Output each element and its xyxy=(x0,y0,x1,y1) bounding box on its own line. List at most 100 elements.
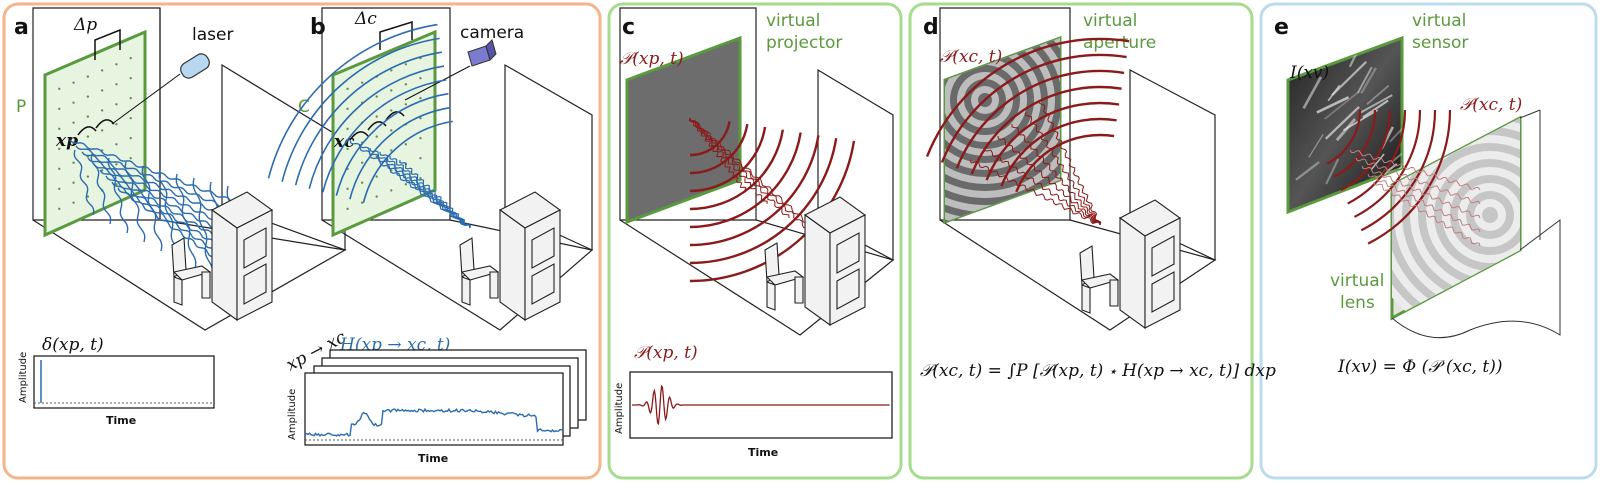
sample-dot xyxy=(346,88,348,90)
sample-dot xyxy=(58,168,60,170)
caption-d-1: virtual xyxy=(1083,11,1137,31)
sample-dot xyxy=(101,89,103,91)
plot-xlabel-b: Time xyxy=(418,452,448,465)
sample-dot xyxy=(72,102,74,104)
sample-dot xyxy=(346,108,348,110)
plot-ylabel-a: Amplitude xyxy=(18,352,29,403)
sample-dot xyxy=(376,195,378,197)
spacing-label: Δp xyxy=(73,15,97,35)
lens-caption-2: lens xyxy=(1340,293,1375,313)
sensor-caption-2: sensor xyxy=(1412,33,1468,53)
sample-dot xyxy=(130,157,132,159)
plot-ylabel-b: Amplitude xyxy=(287,389,298,440)
sensor-caption-1: virtual xyxy=(1412,11,1466,31)
sample-dot xyxy=(376,115,378,117)
caption-c-2: projector xyxy=(766,33,842,53)
sample-dot xyxy=(72,182,74,184)
transient-plot-frame xyxy=(305,373,563,445)
sample-dot xyxy=(405,143,407,145)
wall-func-e: 𝒫(xc, t) xyxy=(1460,95,1522,115)
sample-dot xyxy=(58,128,60,130)
caption-c-1: virtual xyxy=(766,11,820,31)
caption-d-2: aperture xyxy=(1083,33,1156,53)
sample-dot xyxy=(346,208,348,210)
spacing-label: Δc xyxy=(354,9,377,29)
interference-ring xyxy=(1482,207,1498,223)
sample-dot xyxy=(346,188,348,190)
sample-dot xyxy=(101,109,103,111)
sample-dot xyxy=(72,162,74,164)
sample-dot xyxy=(405,83,407,85)
sample-dot xyxy=(87,75,89,77)
panel-d: d 𝒫(xc, t) virtual aperture 𝒫(xc, t) = ∫… xyxy=(831,0,1276,381)
wall-func-c: 𝒫(xp, t) xyxy=(620,49,684,69)
sample-dot xyxy=(101,129,103,131)
sample-dot xyxy=(58,208,60,210)
sample-dot xyxy=(130,57,132,59)
camera-icon xyxy=(468,40,496,66)
panel-e: e I(xv) virtual sensor 𝒫(xc, t) virtual … xyxy=(1274,11,1600,377)
wall-label-p: P xyxy=(16,97,26,117)
camera-label: camera xyxy=(460,23,524,43)
sample-dot xyxy=(58,188,60,190)
chair-object xyxy=(765,197,865,325)
sample-dot xyxy=(72,122,74,124)
sample-dot xyxy=(115,163,117,165)
sample-dot xyxy=(390,189,392,191)
sample-dot xyxy=(72,202,74,204)
sample-dot xyxy=(87,95,89,97)
sample-dot xyxy=(130,137,132,139)
sample-dot xyxy=(419,137,421,139)
panel-letter-a: a xyxy=(14,15,29,40)
sample-dot xyxy=(405,103,407,105)
panel-letter-e: e xyxy=(1274,15,1289,40)
sample-dot xyxy=(101,69,103,71)
sample-dot xyxy=(376,175,378,177)
sample-dot xyxy=(376,135,378,137)
sample-dot xyxy=(130,97,132,99)
sample-dot xyxy=(115,63,117,65)
plot-title-delta: δ(xp, t) xyxy=(42,335,104,355)
laser-label: laser xyxy=(192,25,233,45)
sample-dot xyxy=(87,175,89,177)
sensor-func: I(xv) xyxy=(1289,63,1329,83)
panel-letter-c: c xyxy=(622,15,635,40)
panel-letter-b: b xyxy=(310,15,326,40)
sample-dot xyxy=(115,123,117,125)
sample-dot xyxy=(390,69,392,71)
panel-letter-d: d xyxy=(923,15,939,40)
sample-dot xyxy=(419,97,421,99)
sample-dot xyxy=(361,162,363,164)
sample-dot xyxy=(115,103,117,105)
chair-object xyxy=(460,192,560,320)
sample-dot xyxy=(361,82,363,84)
sample-dot xyxy=(58,88,60,90)
sample-dot xyxy=(376,95,378,97)
panel-b: b Δc C camera xc xp → xc H(xp → xc, t) A… xyxy=(269,8,592,465)
sensor-equation: I(xv) = Φ (𝒫 (xc, t)) xyxy=(1337,357,1503,377)
sample-dot xyxy=(361,182,363,184)
sample-dot xyxy=(405,183,407,185)
sample-dot xyxy=(115,83,117,85)
point-label-xp: xp xyxy=(55,131,78,151)
plot-title-c: 𝒫(xp, t) xyxy=(634,343,698,363)
sample-dot xyxy=(390,89,392,91)
sample-dot xyxy=(72,82,74,84)
panel-c: c 𝒫(xp, t) virtual projector 𝒫(xp, t) Am… xyxy=(614,8,893,459)
lens-caption-1: virtual xyxy=(1330,271,1384,291)
sample-dot xyxy=(419,77,421,79)
sample-dot xyxy=(405,63,407,65)
sample-dot xyxy=(346,128,348,130)
plot-xlabel-c: Time xyxy=(748,446,778,459)
sample-dot xyxy=(115,143,117,145)
plot-xlabel-a: Time xyxy=(106,414,136,427)
sample-dot xyxy=(390,129,392,131)
impulse-plot-frame xyxy=(34,356,214,408)
chair-object xyxy=(172,192,272,320)
sample-dot xyxy=(58,108,60,110)
plot-ylabel-c: Amplitude xyxy=(614,383,625,434)
wall-func-d: 𝒫(xc, t) xyxy=(940,47,1002,67)
aperture-equation: 𝒫(xc, t) = ∫P [𝒫(xp, t) ⋆ H(xp → xc, t)]… xyxy=(920,361,1276,381)
sample-dot xyxy=(87,135,89,137)
